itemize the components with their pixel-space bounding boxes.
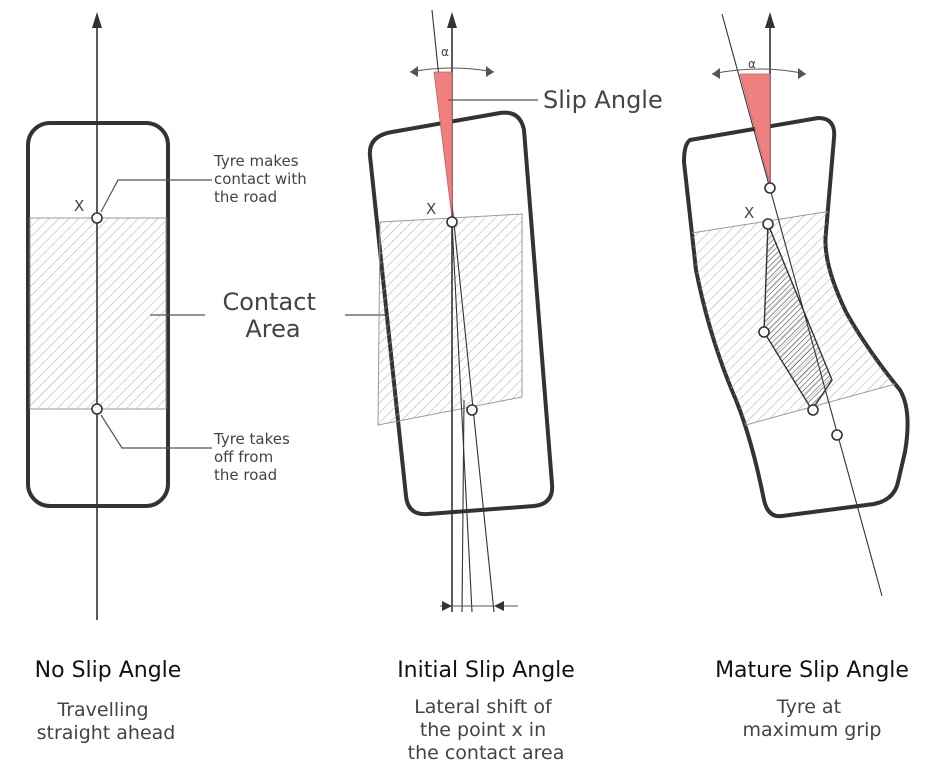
angle-arc-tick-l-mature: [712, 68, 720, 79]
contact-area-no-slip: [29, 217, 167, 410]
title-no-slip: No Slip Angle: [35, 658, 182, 683]
subtitle-no-slip: Travelling straight ahead: [37, 699, 176, 744]
contact-point-mature: [762, 218, 774, 230]
alpha-symbol-initial: α: [441, 45, 449, 59]
panel-initial-slip: α X: [367, 9, 555, 613]
takeoff-point-mature: [807, 404, 819, 416]
angle-arc-tick-r-initial: [486, 66, 494, 77]
title-initial-slip: Initial Slip Angle: [397, 658, 575, 683]
contact-area-line-1: Contact: [222, 288, 315, 316]
end-point-mature: [831, 429, 843, 441]
subtitle-mature-slip: Tyre at maximum grip: [743, 696, 882, 741]
contact-point-no-slip: [91, 212, 103, 224]
takeoff-line-1: Tyre takes: [213, 430, 290, 448]
tyre-centre-line-mature: [721, 13, 883, 597]
contact-point-initial: [446, 216, 458, 228]
subtitle-mature-slip-1: Tyre at: [776, 696, 841, 718]
shift-arrow-right: [494, 601, 504, 611]
subtitle-initial-slip: Lateral shift of the point x in the cont…: [408, 696, 565, 764]
title-mature-slip: Mature Slip Angle: [715, 658, 909, 683]
point-label-initial-slip: X: [426, 200, 436, 218]
shift-line-initial-2: [461, 399, 465, 613]
contact-leader: [100, 179, 212, 213]
point-label-no-slip: X: [74, 197, 84, 215]
shift-arrow-left: [442, 601, 452, 611]
contact-line-1: Tyre makes: [213, 152, 299, 170]
caption-mature-slip: Mature Slip Angle Tyre at maximum grip: [715, 658, 909, 741]
takeoff-point-initial: [466, 404, 478, 416]
shift-line-initial: [451, 221, 473, 613]
panel-mature-slip: α X: [681, 12, 910, 597]
subtitle-initial-slip-2: the point x in: [420, 719, 546, 741]
takeoff-leader: [100, 414, 212, 449]
caption-initial-slip: Initial Slip Angle Lateral shift of the …: [397, 658, 575, 764]
subtitle-no-slip-2: straight ahead: [37, 722, 176, 744]
angle-arc-mature: [711, 68, 807, 75]
subtitle-initial-slip-3: the contact area: [408, 742, 565, 764]
takeoff-line-3: the road: [214, 466, 277, 484]
contact-annotation: Tyre makes contact with the road: [213, 152, 312, 206]
angle-arc-tick-r-mature: [798, 68, 806, 79]
slip-wedge-mature: [739, 73, 771, 185]
takeoff-line-2: off from: [214, 448, 273, 466]
subtitle-mature-slip-2: maximum grip: [743, 719, 882, 741]
arrow-head-no-slip: [92, 12, 102, 28]
slip-angle-callout: Slip Angle: [448, 86, 663, 114]
subtitle-initial-slip-1: Lateral shift of: [414, 696, 553, 718]
contact-line-2: contact with: [214, 170, 307, 188]
angle-arc-initial: [409, 67, 495, 73]
caption-no-slip: No Slip Angle Travelling straight ahead: [35, 658, 182, 744]
axis-point-mature: [764, 182, 776, 194]
slip-angle-label: Slip Angle: [543, 86, 663, 114]
contact-area-line-2: Area: [245, 315, 300, 343]
panel-no-slip: X Tyre makes contact with the road Tyre …: [26, 12, 312, 620]
point-label-mature-slip: X: [744, 204, 754, 222]
takeoff-annotation: Tyre takes off from the road: [213, 430, 295, 484]
contact-area-label: Contact Area: [222, 288, 323, 343]
contact-line-3: the road: [214, 188, 277, 206]
contact-area-callout: Contact Area: [150, 288, 412, 343]
slip-wedge-initial: [433, 71, 453, 219]
mid-point-mature: [758, 326, 770, 338]
contact-area-initial-slip: [377, 213, 523, 426]
takeoff-point-no-slip: [91, 403, 103, 415]
arrow-head-initial-slip: [447, 12, 457, 28]
subtitle-no-slip-1: Travelling: [56, 699, 148, 721]
arrow-head-mature: [765, 12, 775, 28]
alpha-symbol-mature: α: [748, 57, 756, 71]
angle-arc-tick-l-initial: [410, 66, 418, 77]
